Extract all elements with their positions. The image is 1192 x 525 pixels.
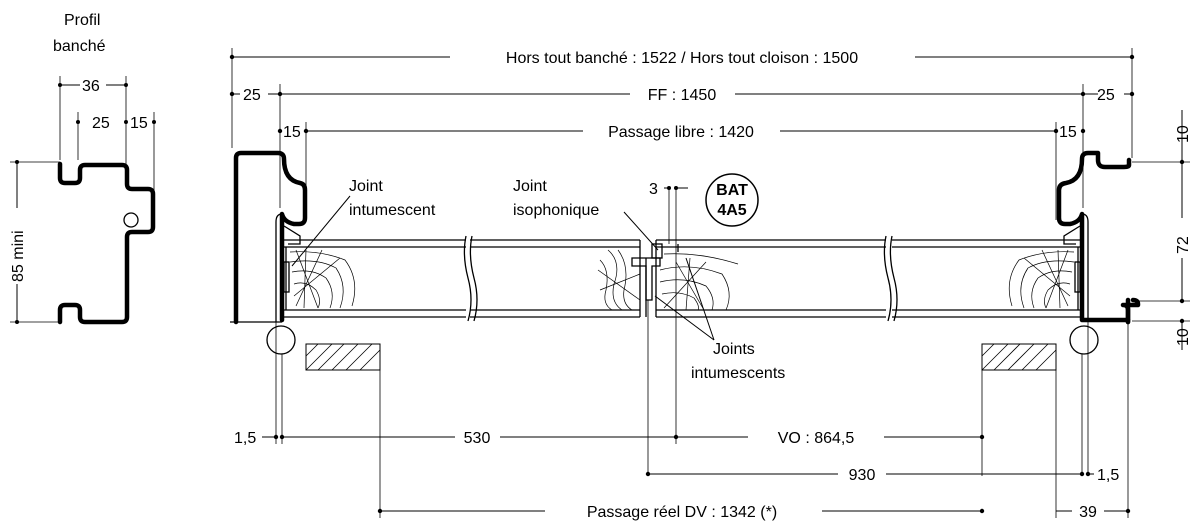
- dim-39: 39: [1079, 504, 1097, 521]
- dim-vert-72: 72: [1175, 236, 1192, 254]
- dim-right-15: 15: [1059, 124, 1077, 141]
- badge-line2: 4A5: [717, 202, 746, 219]
- dim-gap-3: 3: [649, 181, 658, 198]
- profile-title-line2: banché: [53, 38, 106, 55]
- dim-vo: VO : 864,5: [778, 430, 855, 447]
- right-hinge: [1069, 325, 1099, 355]
- label-joint-intumescent-line1: Joint: [349, 178, 383, 195]
- dim-right-25: 25: [1097, 87, 1115, 104]
- dim-bottom-right-1-5: 1,5: [1097, 467, 1119, 484]
- dim-930: 930: [849, 467, 876, 484]
- left-frame: [230, 150, 308, 325]
- profile-dim-15: 15: [130, 115, 148, 132]
- label-joint-iso-line2: isophonique: [513, 202, 599, 219]
- badge-line1: BAT: [716, 182, 748, 199]
- right-frame: [1056, 150, 1141, 325]
- dim-vert-10-top: 10: [1175, 125, 1192, 143]
- bottom-dimensions: 1,5 530 VO : 864,5 930 1,5 Passage réel …: [234, 190, 1131, 521]
- dim-left-25: 25: [243, 87, 261, 104]
- profile-title-line1: Profil: [64, 12, 100, 29]
- dim-vert-10-bottom: 10: [1175, 328, 1192, 346]
- dim-overall: Hors tout banché : 1522 / Hors tout cloi…: [506, 50, 858, 67]
- dim-530: 530: [464, 430, 491, 447]
- label-joint-intumescent-line2: intumescent: [349, 202, 436, 219]
- wood-grain: [289, 249, 1075, 311]
- profile-dim-25: 25: [92, 115, 110, 132]
- dim-ff: FF : 1450: [648, 87, 717, 104]
- dim-passage-libre: Passage libre : 1420: [608, 124, 754, 141]
- right-vertical-dimensions: 10 72 10: [1132, 110, 1192, 350]
- hatched-zones: [305, 343, 1057, 371]
- dim-passage-reel: Passage réel DV : 1342 (*): [587, 504, 777, 521]
- door-leaves: [282, 235, 1082, 322]
- label-joints-intumescents-line1: Joints: [713, 341, 755, 358]
- callouts: Joint intumescent Joint isophonique 3 Jo…: [291, 173, 785, 382]
- hinges: [266, 325, 1099, 355]
- left-hinge: [266, 325, 296, 355]
- profile-detail: Profil banché 36 25 15 85 mini: [10, 12, 156, 325]
- label-joints-intumescents-line2: intumescents: [691, 365, 785, 382]
- profile-dim-85-mini: 85 mini: [10, 230, 27, 282]
- profile-dim-36: 36: [82, 78, 100, 95]
- top-dimensions: Hors tout banché : 1522 / Hors tout cloi…: [229, 48, 1135, 220]
- bat-badge: [705, 173, 759, 227]
- profile-shape: [57, 161, 156, 325]
- dim-bottom-left-1-5: 1,5: [234, 430, 256, 447]
- label-joint-iso-line1: Joint: [513, 178, 547, 195]
- dim-left-15: 15: [283, 124, 301, 141]
